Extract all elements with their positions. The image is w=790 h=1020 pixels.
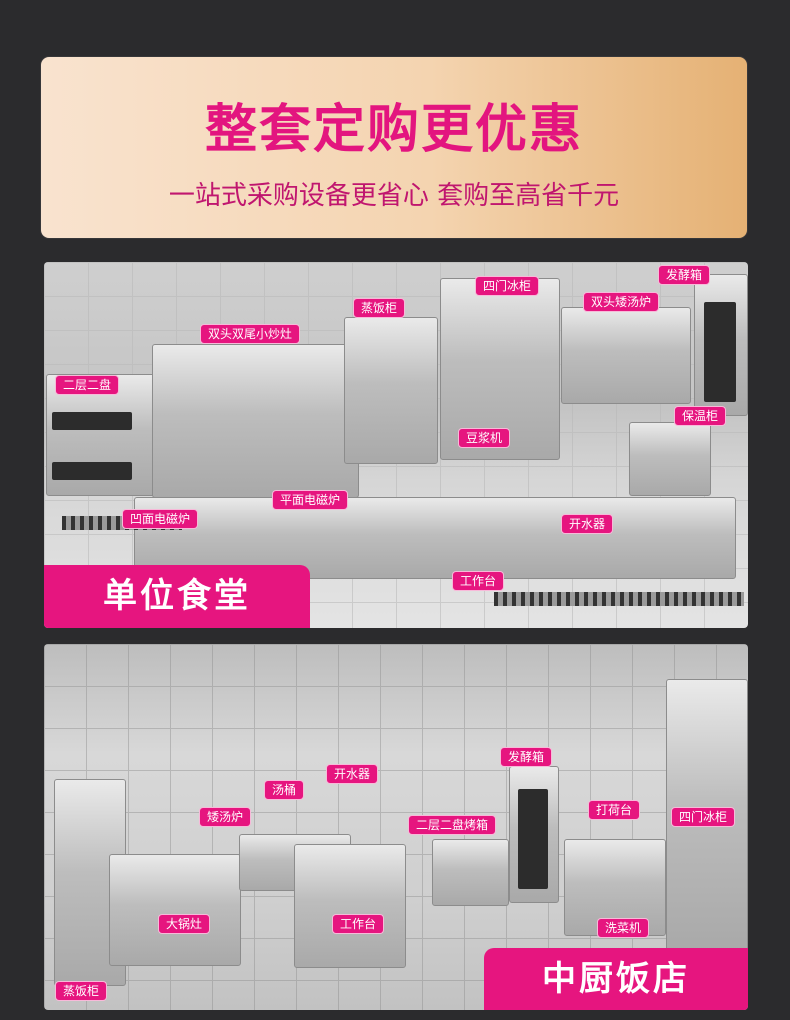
label-double-soup-stove: 双头矮汤炉 (583, 292, 660, 312)
proofer-rack (518, 789, 548, 889)
steamer-shape (344, 317, 438, 464)
label-soymilk-machine: 豆浆机 (458, 428, 511, 448)
label-soup-bucket: 汤桶 (264, 780, 305, 800)
wok-stove-shape (109, 854, 241, 966)
label-four-door-freezer: 四门冰柜 (671, 807, 736, 827)
oven-door (52, 412, 132, 430)
restaurant-tag: 中厨饭店 (484, 948, 748, 1010)
label-double-oven: 二层二盘烤箱 (408, 815, 497, 835)
label-proofer: 发酵箱 (658, 265, 711, 285)
oven-door (52, 462, 132, 480)
label-flat-induction: 平面电磁炉 (272, 490, 349, 510)
canteen-kitchen-image: 四门冰柜 发酵箱 蒸饭柜 双头矮汤炉 双头双尾小炒灶 二层二盘 保温柜 豆浆机 … (44, 262, 748, 628)
oven-shape (432, 839, 509, 906)
label-soup-stove: 矮汤炉 (199, 807, 252, 827)
label-concave-induction: 凹面电磁炉 (122, 509, 199, 529)
floor-grate (494, 592, 744, 606)
label-worktable: 工作台 (452, 571, 505, 591)
label-four-door-freezer: 四门冰柜 (475, 276, 540, 296)
warmer-shape (629, 422, 711, 496)
label-proofer: 发酵箱 (500, 747, 553, 767)
banner-subtitle: 一站式采购设备更省心 套购至高省千元 (168, 181, 620, 211)
label-water-boiler: 开水器 (326, 764, 379, 784)
worktable-shape (294, 844, 406, 968)
label-worktable: 工作台 (332, 914, 385, 934)
proofer-rack (704, 302, 736, 402)
label-warmer: 保温柜 (674, 406, 727, 426)
canteen-tag: 单位食堂 (44, 565, 310, 628)
promo-banner: 整套定购更优惠 一站式采购设备更省心 套购至高省千元 (41, 57, 747, 238)
label-water-boiler: 开水器 (561, 514, 614, 534)
label-wok-stove: 双头双尾小炒灶 (200, 324, 301, 344)
label-vegetable-washer: 洗菜机 (597, 918, 650, 938)
stove-shape (152, 344, 359, 498)
soup-stove-shape (561, 307, 691, 404)
label-big-wok-stove: 大锅灶 (158, 914, 211, 934)
label-oven: 二层二盘 (55, 375, 120, 395)
label-rice-steamer: 蒸饭柜 (353, 298, 406, 318)
restaurant-kitchen-image: 发酵箱 开水器 汤桶 打荷台 四门冰柜 矮汤炉 二层二盘烤箱 大锅灶 工作台 洗… (44, 644, 748, 1010)
banner-title: 整套定购更优惠 (204, 100, 583, 160)
label-prep-table: 打荷台 (588, 800, 641, 820)
label-rice-steamer: 蒸饭柜 (55, 981, 108, 1001)
